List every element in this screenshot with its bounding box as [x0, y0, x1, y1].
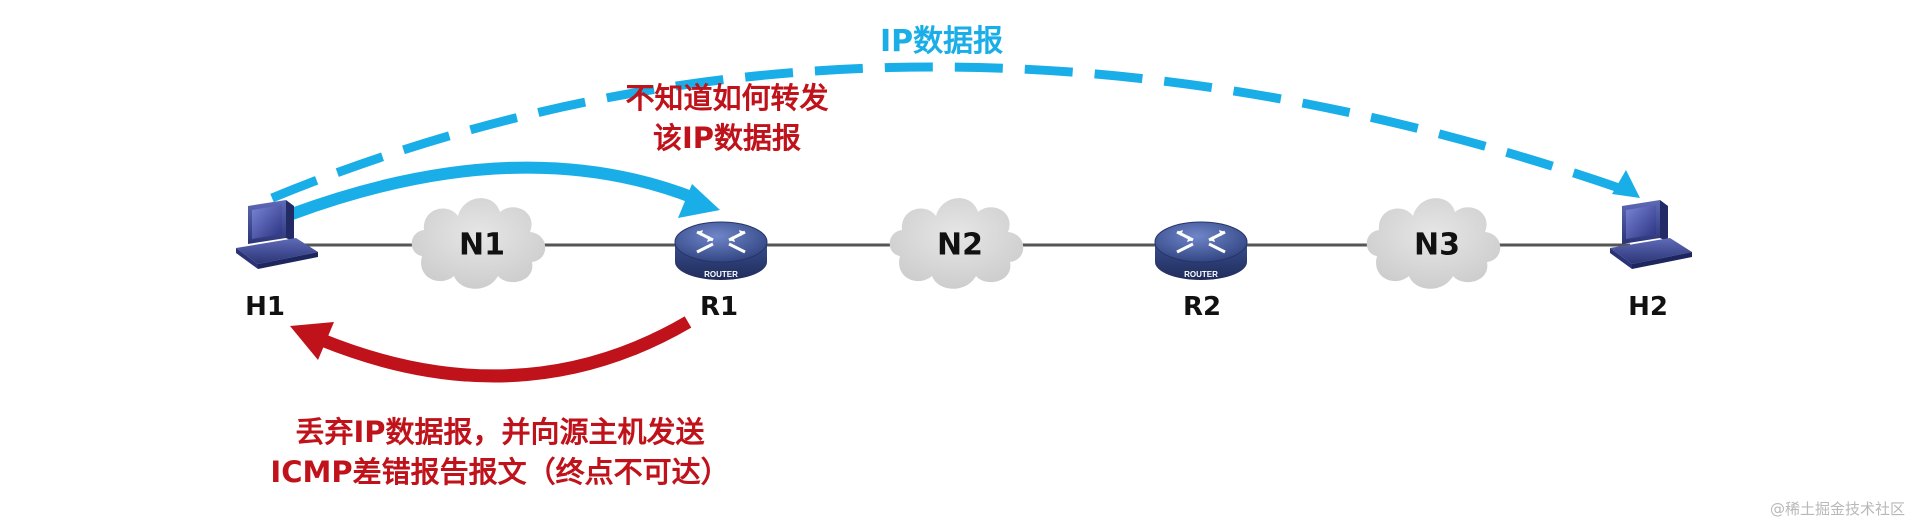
annotation-unknown-forwarding: 不知道如何转发 该IP数据报	[612, 78, 842, 158]
network-label-n3: N3	[1414, 227, 1460, 263]
annotation-bottom-line2: ICMP差错报告报文（终点不可达）	[270, 455, 730, 489]
h1-to-r1-arrow	[289, 161, 697, 220]
watermark-text: @稀土掘金技术社区	[1769, 500, 1905, 518]
cloud-icon	[889, 198, 1024, 289]
h1-to-r1-arrowhead	[678, 184, 720, 218]
router-badge: ROUTER	[1184, 270, 1218, 279]
annotation-bottom-line1: 丢弃IP数据报，并向源主机发送	[295, 415, 705, 449]
annotation-top-line2: 该IP数据报	[652, 121, 802, 155]
cloud-icon	[411, 198, 546, 289]
host-label-h1: H1	[245, 292, 285, 322]
datagram-arc-label: IP数据报	[880, 24, 1004, 59]
r1-to-h1-arrowhead	[290, 322, 334, 360]
network-label-n1: N1	[459, 227, 505, 263]
computer-icon	[1610, 200, 1692, 269]
computer-icon	[236, 200, 318, 269]
router-label-r1: R1	[699, 292, 739, 322]
router-badge: ROUTER	[704, 270, 738, 279]
r1-to-h1-arrow	[319, 316, 692, 383]
router-icon: ROUTER	[674, 221, 768, 280]
annotation-icmp-error: 丢弃IP数据报，并向源主机发送 ICMP差错报告报文（终点不可达）	[240, 412, 760, 492]
router-icon: ROUTER	[1154, 221, 1248, 280]
network-label-n2: N2	[937, 227, 983, 263]
datagram-path-arc	[270, 62, 1627, 203]
router-label-r2: R2	[1182, 292, 1222, 322]
host-label-h2: H2	[1628, 292, 1668, 322]
datagram-arrowhead	[1612, 170, 1640, 198]
annotation-top-line1: 不知道如何转发	[625, 81, 829, 115]
cloud-icon	[1366, 198, 1501, 289]
